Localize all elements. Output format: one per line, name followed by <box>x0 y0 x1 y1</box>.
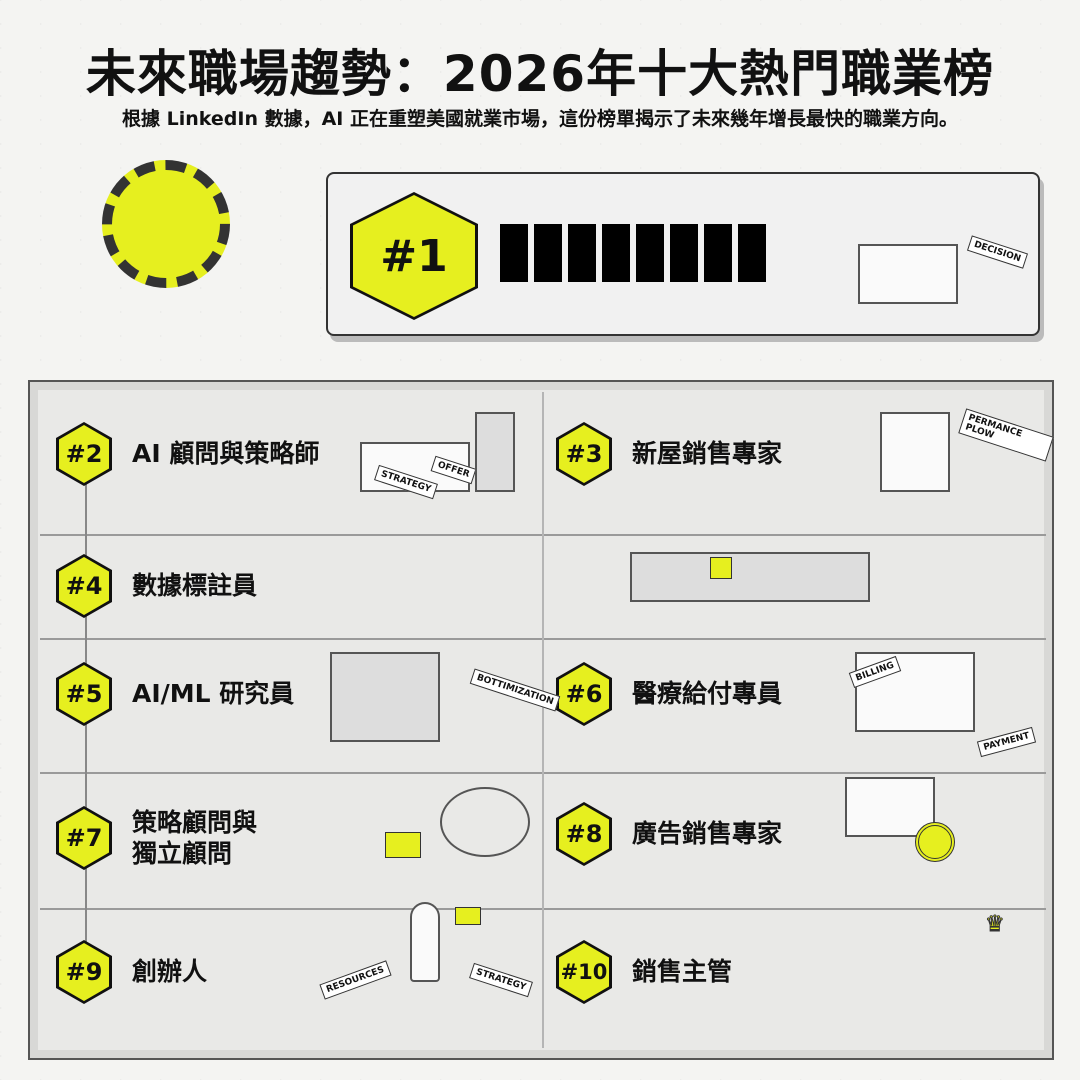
decision-tag: DECISION <box>966 235 1028 269</box>
rank-badge: #5 <box>56 662 112 726</box>
job-item-3: #3 新屋銷售專家 <box>556 422 782 486</box>
yellow-box-icon <box>710 557 732 579</box>
puzzle-icon <box>385 832 421 858</box>
job-item-10: #10 銷售主管 <box>556 940 732 1004</box>
job-title: 新屋銷售專家 <box>632 439 783 469</box>
illustration-tag: PAYMENT <box>976 726 1037 758</box>
illustration-tag: STRATEGY <box>469 962 533 998</box>
job-item-9: #9 創辦人 <box>56 940 207 1004</box>
job-title: 創辦人 <box>132 957 208 987</box>
rank-badge: #3 <box>556 422 612 486</box>
flag-icon <box>455 907 481 925</box>
illustration-tag: RESOURCES <box>319 960 392 1000</box>
assembly-line-illustration <box>630 552 870 602</box>
illustration-tag: PERMANCE PLOW <box>958 408 1054 462</box>
job-title: 醫療給付專員 <box>632 679 783 709</box>
rank-1-badge: #1 <box>350 192 478 320</box>
server-racks-illustration <box>330 652 440 742</box>
column-divider <box>542 392 544 1048</box>
job-item-4: #4 數據標註員 <box>56 554 257 618</box>
rocket-illustration <box>410 902 440 982</box>
job-item-2: #2 AI 顧問與策略師 <box>56 422 319 486</box>
job-item-5: #5 AI/ML 研究員 <box>56 662 294 726</box>
tangled-lines-illustration <box>440 787 530 857</box>
target-icon <box>915 822 955 862</box>
illustration-tag: BOTTIMIZATION <box>469 668 561 712</box>
page-title: 未來職場趨勢：2026年十大熱門職業榜 <box>85 45 995 103</box>
rank-badge: #8 <box>556 802 612 866</box>
house-illustration <box>880 412 950 492</box>
page-subtitle: 根據 LinkedIn 數據，AI 正在重塑美國就業市場，這份榜單揭示了未來幾年… <box>122 108 958 130</box>
rank-badge: #4 <box>56 554 112 618</box>
job-title: 廣告銷售專家 <box>632 819 783 849</box>
rank-badge: #7 <box>56 806 112 870</box>
rank-badge: #6 <box>556 662 612 726</box>
rankings-panel: #2 AI 顧問與策略師 #3 新屋銷售專家 #4 數據標註員 #5 AI/ML… <box>28 380 1054 1060</box>
job-item-6: #6 醫療給付專員 <box>556 662 782 726</box>
job-title: AI 顧問與策略師 <box>132 439 320 469</box>
job-item-7: #7 策略顧問與 獨立顧問 <box>56 806 257 870</box>
job-title: AI/ML 研究員 <box>132 679 295 709</box>
job-title: 銷售主管 <box>632 957 733 987</box>
job-item-8: #8 廣告銷售專家 <box>556 802 782 866</box>
job-title: 策略顧問與 獨立顧問 <box>132 807 258 868</box>
rank-badge: #2 <box>56 422 112 486</box>
crown-icon: ♛ <box>985 912 1006 938</box>
brain-gear-icon <box>102 160 230 288</box>
server-illustration <box>475 412 515 492</box>
rank-badge: #9 <box>56 940 112 1004</box>
job-title: 數據標註員 <box>132 571 258 601</box>
rank-badge: #10 <box>556 940 612 1004</box>
redacted-title-bars <box>500 224 766 282</box>
rank-1-card: #1 DECISION <box>326 172 1040 336</box>
robot-brain-illustration <box>858 244 958 304</box>
